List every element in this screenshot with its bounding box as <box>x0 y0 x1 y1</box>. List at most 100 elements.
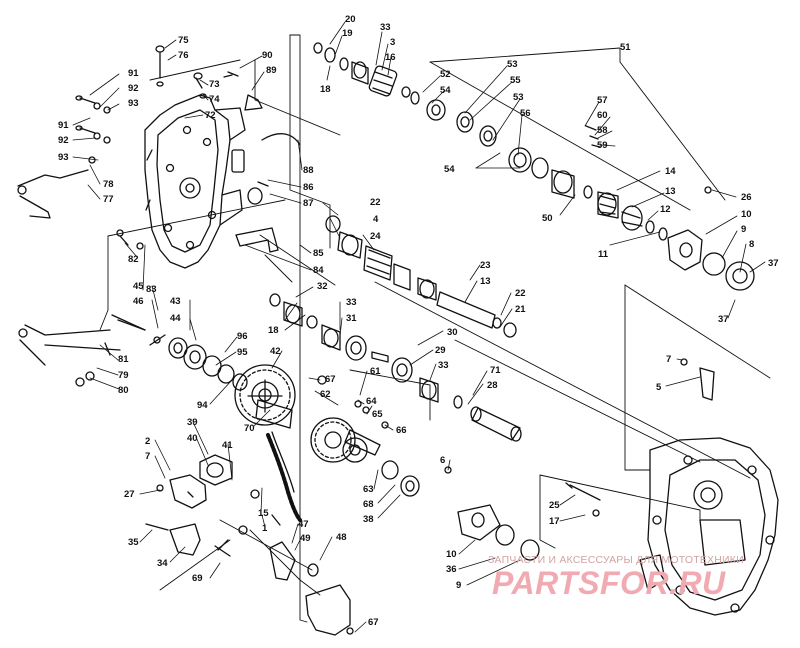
callout-label: 35 <box>128 537 139 548</box>
callout-label: 82 <box>128 254 139 265</box>
callout-label: 1 <box>262 523 268 534</box>
callout-label: 87 <box>303 198 314 209</box>
callout-label: 52 <box>440 69 451 80</box>
callout-label: 11 <box>598 249 609 260</box>
sprocket-pack <box>149 334 248 391</box>
callout-label: 33 <box>438 360 449 371</box>
callout-label: 64 <box>366 396 377 407</box>
callout-label: 10 <box>741 209 752 220</box>
callout-label: 74 <box>209 94 220 105</box>
callout-label: 32 <box>317 281 328 292</box>
callout-label: 18 <box>268 325 279 336</box>
callout-label: 84 <box>313 265 324 276</box>
callout-label: 60 <box>597 110 608 121</box>
callout-label: 91 <box>58 120 69 131</box>
callout-label: 7 <box>666 354 671 365</box>
callout-label: 89 <box>266 65 277 76</box>
callout-label: 94 <box>197 400 208 411</box>
callout-label: 18 <box>320 84 331 95</box>
callout-label: 27 <box>124 489 135 500</box>
callout-label: 4 <box>373 214 379 225</box>
callout-label: 31 <box>346 313 357 324</box>
callout-label: 3 <box>390 37 395 48</box>
callout-label: 80 <box>118 385 129 396</box>
chaincase-cover <box>144 94 246 269</box>
upper-shaft-assembly <box>313 42 755 291</box>
callout-label: 90 <box>262 50 273 61</box>
callout-label: 73 <box>209 79 220 90</box>
callout-label: 85 <box>313 248 324 259</box>
callout-label: 8 <box>749 239 754 250</box>
callout-label: 19 <box>342 28 353 39</box>
callout-label: 25 <box>549 500 560 511</box>
callout-label: 28 <box>487 380 498 391</box>
callout-label: 12 <box>660 204 671 215</box>
lower-shaft-assembly <box>269 293 522 442</box>
callout-label: 22 <box>370 197 381 208</box>
callout-label: 53 <box>507 59 518 70</box>
callout-label: 23 <box>480 260 491 271</box>
callout-label: 2 <box>145 436 150 447</box>
callout-label: 15 <box>258 508 269 519</box>
callout-label: 96 <box>237 331 248 342</box>
watermark-logo: PARTSFOR.RU <box>492 565 726 601</box>
callout-label: 68 <box>363 499 374 510</box>
callout-label: 41 <box>222 440 233 451</box>
callout-label: 22 <box>515 288 526 299</box>
callout-label: 37 <box>718 314 729 325</box>
drive-chain <box>266 431 302 522</box>
callout-label: 37 <box>768 258 779 269</box>
callout-label: 49 <box>300 533 311 544</box>
callout-label: 92 <box>128 83 139 94</box>
callout-label: 51 <box>620 42 631 53</box>
callout-label: 81 <box>118 354 129 365</box>
reverse-housing <box>639 437 779 616</box>
callout-label: 20 <box>345 14 356 25</box>
callout-label: 95 <box>237 347 248 358</box>
callout-label: 53 <box>513 92 524 103</box>
callout-label: 7 <box>145 451 150 462</box>
callout-label: 48 <box>336 532 347 543</box>
large-sprockets <box>234 364 381 463</box>
callout-label: 56 <box>520 108 531 119</box>
callout-label: 21 <box>515 304 526 315</box>
callout-label: 65 <box>372 409 383 420</box>
callout-label: 50 <box>542 213 553 224</box>
callout-label: 91 <box>128 68 139 79</box>
callout-label: 54 <box>440 85 451 96</box>
callout-label: 16 <box>385 52 396 63</box>
callout-label: 83 <box>146 284 157 295</box>
callout-label: 67 <box>368 617 379 628</box>
callout-leaders <box>72 21 766 633</box>
callout-label: 55 <box>510 75 521 86</box>
leader-lines <box>99 34 771 623</box>
tensioner-parts <box>145 454 351 636</box>
linkage-rods <box>17 169 146 366</box>
callout-label: 39 <box>187 417 198 428</box>
callout-label: 40 <box>187 433 198 444</box>
callout-label: 14 <box>665 166 676 177</box>
callout-labels: 20 19 18 33 3 16 52 54 53 55 53 56 54 51… <box>58 14 779 628</box>
callout-label: 46 <box>133 296 144 307</box>
callout-label: 88 <box>303 165 314 176</box>
callout-label: 71 <box>490 365 501 376</box>
callout-label: 10 <box>446 549 457 560</box>
callout-label: 61 <box>370 366 381 377</box>
callout-label: 54 <box>444 164 455 175</box>
callout-label: 67 <box>325 374 336 385</box>
callout-label: 43 <box>170 296 181 307</box>
callout-label: 42 <box>270 346 281 357</box>
callout-label: 93 <box>128 98 139 109</box>
callout-label: 13 <box>665 186 676 197</box>
fasteners <box>75 45 715 635</box>
callout-label: 93 <box>58 152 69 163</box>
callout-label: 57 <box>597 95 608 106</box>
callout-label: 33 <box>346 297 357 308</box>
callout-label: 92 <box>58 135 69 146</box>
callout-label: 77 <box>103 194 114 205</box>
callout-label: 72 <box>205 110 216 121</box>
callout-label: 86 <box>303 182 314 193</box>
callout-label: 38 <box>363 514 374 525</box>
callout-label: 30 <box>447 327 458 338</box>
